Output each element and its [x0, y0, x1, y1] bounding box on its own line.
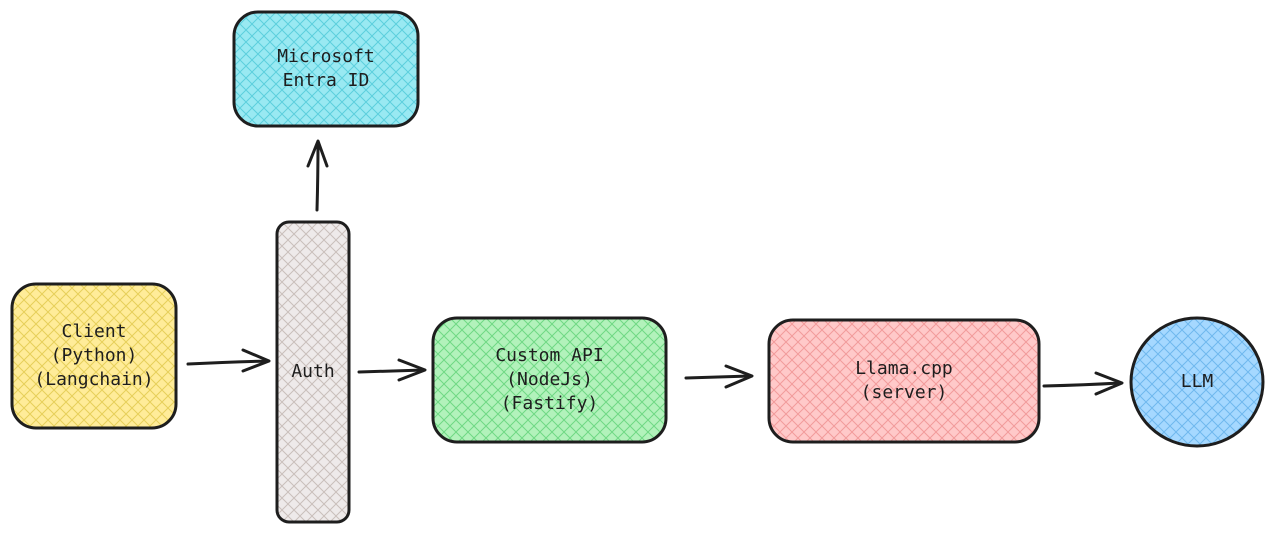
llm-node[interactable] [1129, 316, 1265, 448]
arrow-auth-to-api [357, 358, 427, 382]
api-node[interactable] [431, 316, 668, 444]
arrow-client-to-auth [186, 348, 271, 373]
llama-node[interactable] [767, 318, 1041, 444]
arrow-llama-to-llm-head [1094, 371, 1124, 396]
arrow-auth-to-entra [306, 139, 329, 212]
arrow-api-to-llama-head [724, 364, 754, 389]
arrow-auth-to-api-head [397, 358, 427, 382]
arrow-api-to-llama [684, 364, 754, 389]
entra-node[interactable] [232, 10, 420, 128]
arrow-client-to-auth-shaft [186, 359, 270, 366]
arrow-client-to-auth-head [241, 348, 271, 373]
arrow-auth-to-entra-shaft [315, 141, 320, 212]
arrow-llama-to-llm-shaft [1042, 381, 1122, 388]
arrow-llama-to-llm [1042, 371, 1124, 396]
auth-node[interactable] [275, 220, 351, 524]
arrow-auth-to-entra-head [306, 139, 329, 168]
arrow-api-to-llama-shaft [684, 374, 752, 380]
client-node[interactable] [10, 282, 178, 430]
arrow-auth-to-api-shaft [357, 368, 426, 374]
